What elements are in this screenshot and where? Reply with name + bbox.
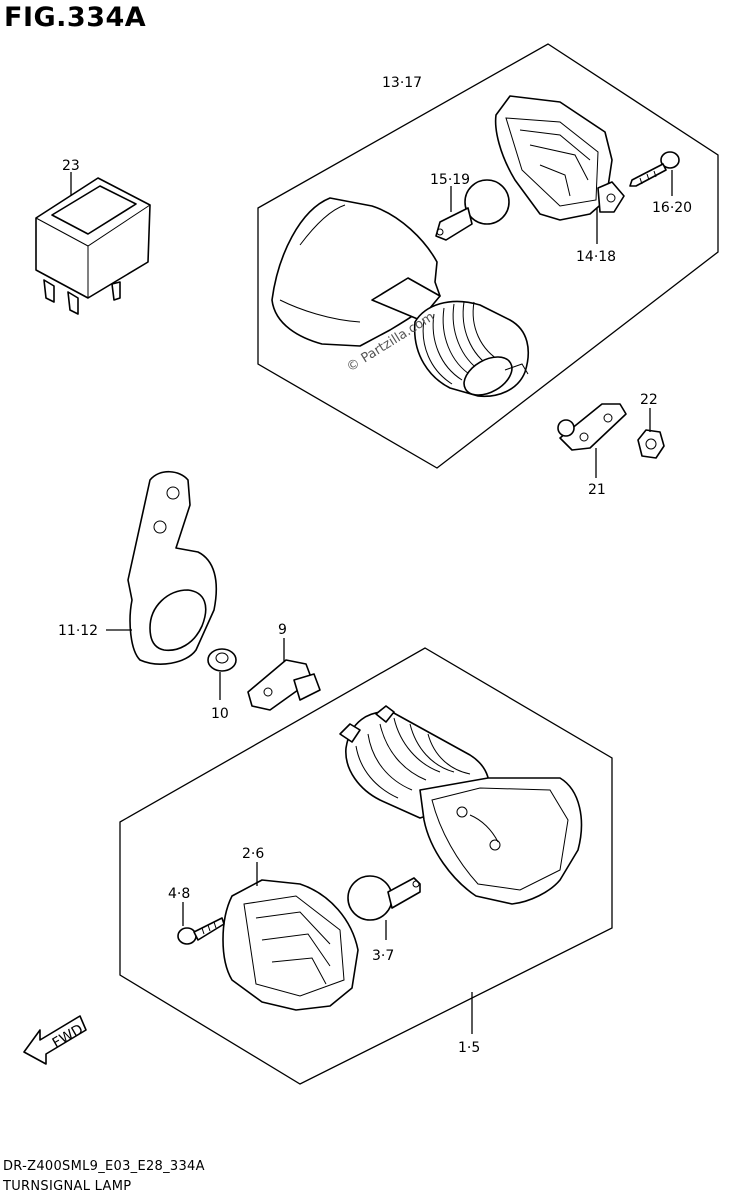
upper-lamp-housing [271, 197, 441, 347]
flange-nut [637, 429, 665, 459]
lower-lamp-housing [339, 705, 583, 905]
mounting-plate [557, 403, 627, 451]
lamp-plate [247, 659, 321, 711]
flasher-relay [35, 177, 151, 315]
diagram-caption: TURNSIGNAL LAMP [3, 1179, 132, 1194]
callout-16-20: 16·20 [652, 200, 692, 216]
upper-screw [629, 151, 680, 187]
callout-1-5: 1·5 [458, 1040, 480, 1056]
upper-lens [494, 95, 613, 221]
callout-3-7: 3·7 [372, 948, 394, 964]
lower-bulb [347, 875, 421, 921]
lower-lens [222, 879, 359, 1011]
callout-23: 23 [62, 158, 80, 174]
forward-direction-arrow: FWD [23, 1015, 87, 1065]
callout-21: 21 [588, 482, 606, 498]
figure-title: FIG.334A [4, 2, 147, 33]
lower-assembly-frame [119, 647, 613, 1085]
lower-screw [177, 917, 225, 945]
upper-assembly-frame [257, 43, 719, 469]
callout-14-18: 14·18 [576, 249, 616, 265]
callout-2-6: 2·6 [242, 846, 264, 862]
upper-rubber-boot [413, 300, 530, 398]
callout-11-12: 11·12 [58, 623, 98, 639]
callout-9: 9 [278, 622, 287, 638]
model-code: DR-Z400SML9_E03_E28_334A [3, 1159, 205, 1174]
callout-15-19: 15·19 [430, 172, 470, 188]
callout-4-8: 4·8 [168, 886, 190, 902]
lamp-bracket [127, 470, 218, 665]
callout-22: 22 [640, 392, 658, 408]
callout-13-17: 13·17 [382, 75, 422, 91]
upper-bulb [435, 179, 510, 241]
callout-10: 10 [211, 706, 229, 722]
upper-grommet [597, 181, 625, 213]
collar-spacer [207, 648, 237, 672]
